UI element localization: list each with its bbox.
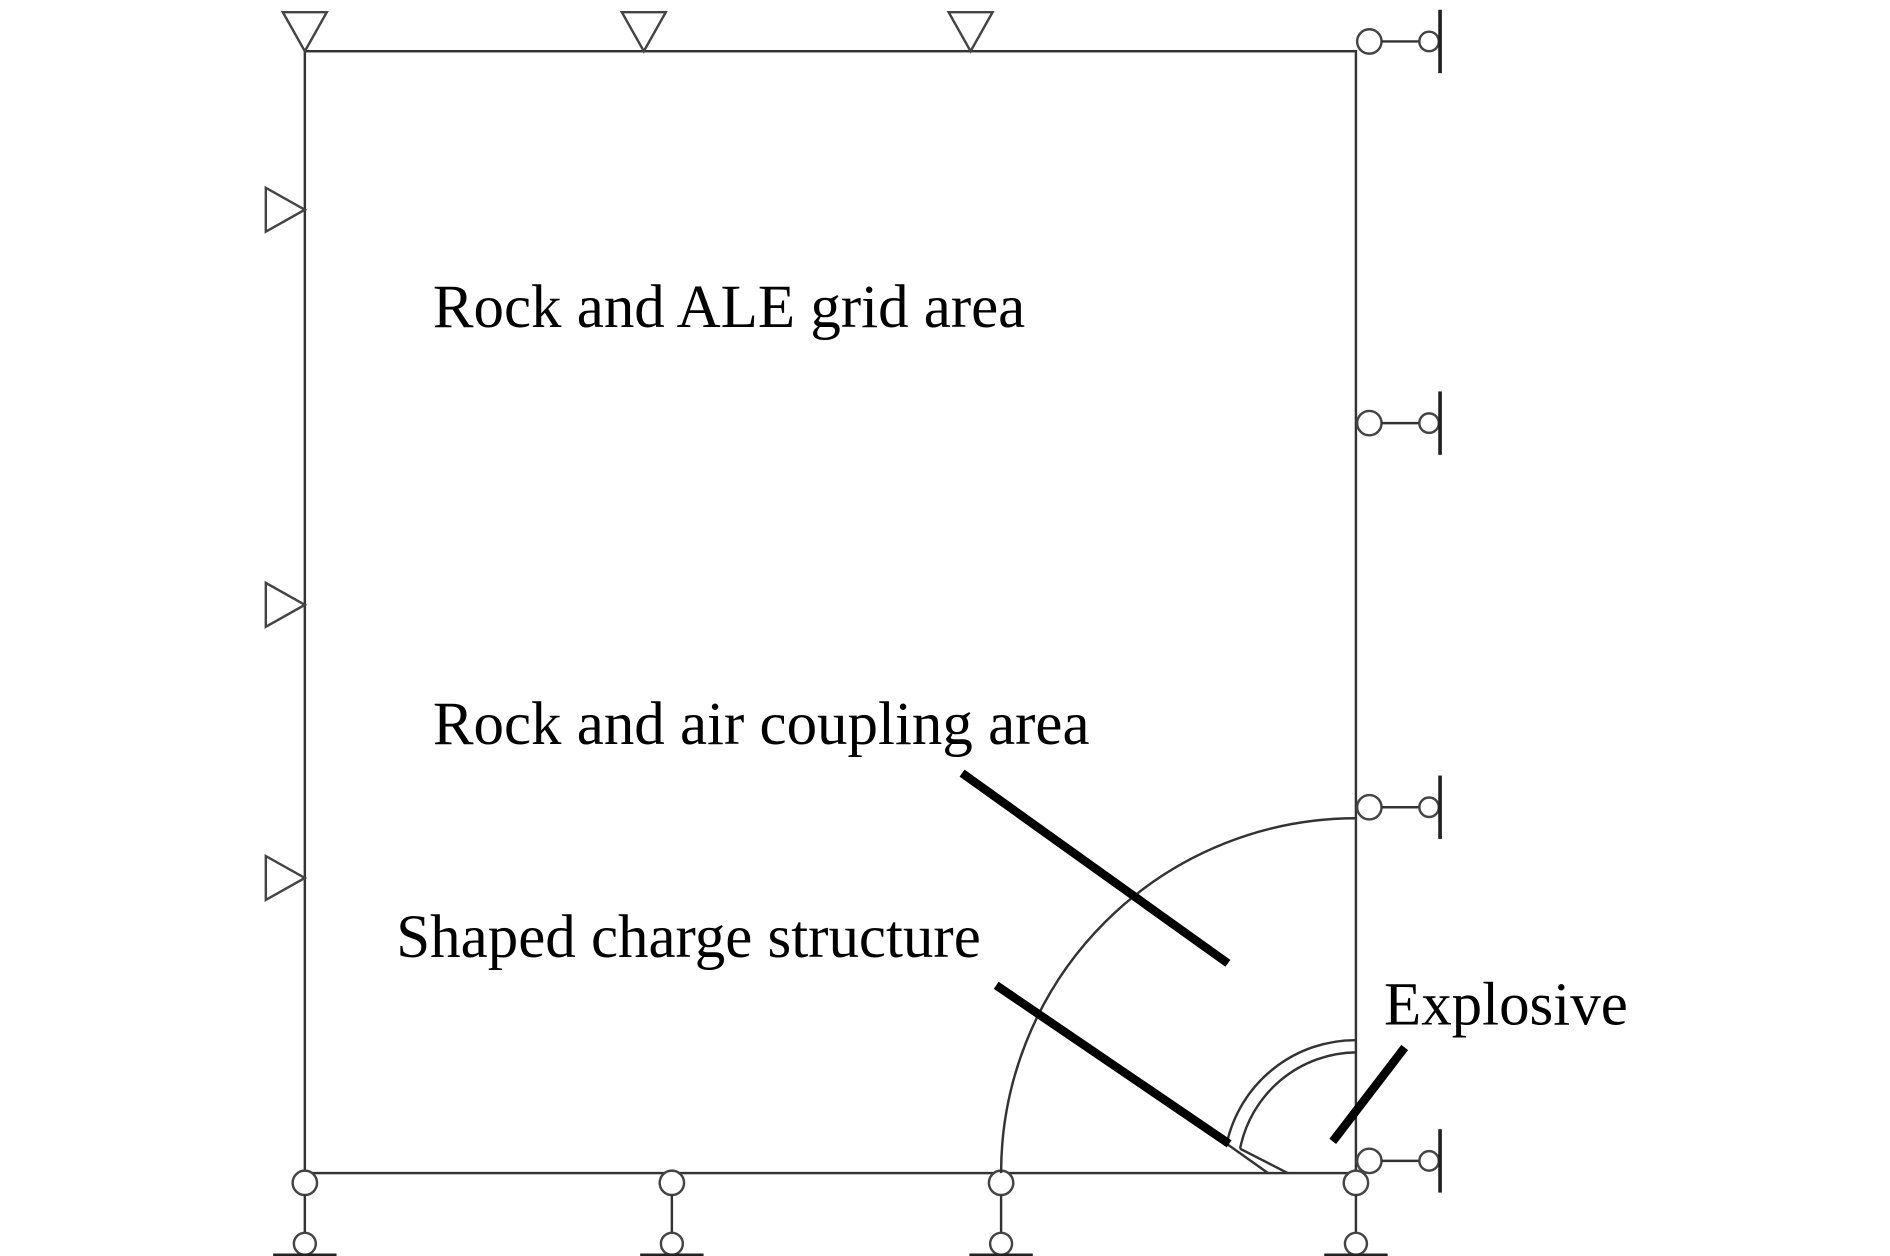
roller-support-icon (1355, 1129, 1442, 1193)
triangle-support-icon (264, 185, 308, 234)
explosive-leader-line (1329, 1044, 1409, 1144)
top-supports (280, 10, 995, 54)
roller-support-icon (640, 1169, 704, 1256)
model-boundary (303, 49, 1358, 1175)
roller-support-icon (969, 1169, 1033, 1256)
shaped-charge-liner (1225, 1038, 1356, 1175)
left-supports (264, 185, 308, 903)
label-shaped-charge-structure: Shaped charge structure (396, 904, 980, 971)
bottom-supports (273, 1169, 1388, 1256)
triangle-support-icon (264, 580, 308, 629)
shaped-charge-leader-line (993, 981, 1232, 1148)
roller-support-icon (1324, 1169, 1388, 1256)
triangle-support-icon (264, 853, 308, 903)
coupling-area-arc (999, 817, 1356, 1174)
roller-support-icon (273, 1169, 337, 1256)
coupling-leader-line (959, 769, 1231, 967)
label-rock-air-coupling-area: Rock and air coupling area (433, 691, 1090, 758)
right-supports (1355, 9, 1442, 1193)
triangle-support-icon (280, 10, 329, 54)
triangle-support-icon (619, 10, 668, 54)
roller-support-icon (1355, 391, 1442, 455)
triangle-support-icon (946, 10, 995, 54)
label-rock-ale-grid-area: Rock and ALE grid area (433, 274, 1025, 341)
roller-support-icon (1355, 775, 1442, 839)
label-explosive: Explosive (1384, 971, 1628, 1038)
roller-support-icon (1355, 9, 1442, 74)
